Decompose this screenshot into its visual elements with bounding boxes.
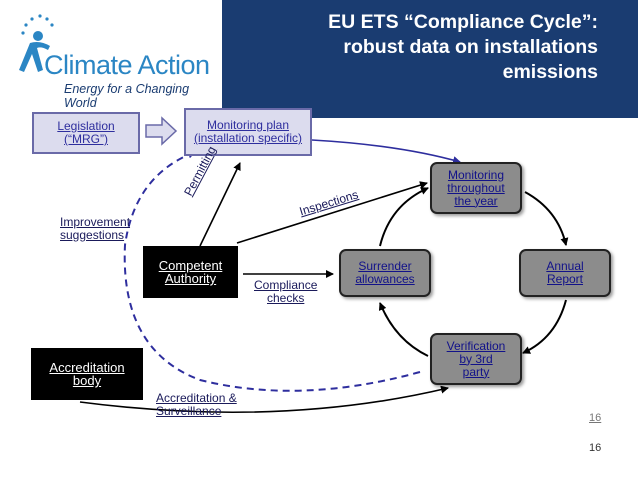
label-line: Compliance — [254, 278, 318, 292]
box-line: allowances — [355, 272, 415, 286]
box-line: body — [72, 373, 102, 388]
accreditation-arrow — [79, 385, 449, 414]
box-line: Annual — [546, 259, 584, 273]
inspections-arrow — [236, 181, 428, 244]
label-line: checks — [267, 291, 305, 305]
logo-text: Climate Action — [44, 50, 210, 80]
box-line: Accreditation — [49, 360, 125, 375]
label-line: Improvement — [60, 215, 131, 229]
box-line: party — [462, 364, 490, 379]
label-line: suggestions — [60, 228, 125, 242]
box-line: Competent — [158, 258, 223, 273]
box-line: Monitoring plan — [206, 118, 290, 132]
cycle-report-to-verification — [522, 299, 567, 354]
box-line: the year — [454, 193, 498, 208]
box-line: (“MRG”) — [64, 132, 108, 146]
page-link[interactable]: 16 — [589, 412, 602, 424]
improvement-label: Improvement suggestions — [60, 216, 130, 242]
label-line: Surveillance — [156, 404, 222, 418]
header-banner: Climate Action Energy for a Changing Wor… — [0, 0, 638, 118]
title-line: robust data on installations — [343, 36, 598, 58]
logo-figure-icon — [19, 14, 54, 72]
accreditation-surveillance-label: Accreditation & Surveillance — [156, 392, 237, 418]
label-line: Accreditation & — [156, 391, 237, 405]
plan-to-monitoring-arrow — [311, 139, 461, 164]
box-line: by 3rd — [459, 351, 493, 366]
box-line: Verification — [446, 338, 506, 353]
page-number: 16 — [589, 442, 602, 454]
title-line: EU ETS “Compliance Cycle”: — [328, 11, 598, 33]
permitting-arrow — [199, 162, 241, 247]
legislation-box: Legislation(“MRG”) — [32, 112, 140, 154]
logo-tagline: Energy for a Changing World — [64, 82, 190, 110]
cycle-monitoring-to-report — [524, 191, 569, 246]
cycle-verification-to-surrender — [378, 302, 429, 357]
improvement-loop-dashed — [123, 150, 421, 392]
box-line: Legislation — [57, 119, 115, 133]
box-line: Surrender — [358, 259, 412, 273]
block-arrow — [145, 116, 178, 146]
title-line: emissions — [502, 61, 598, 83]
box-line: Report — [546, 272, 584, 286]
box-line: Authority — [164, 271, 217, 286]
slide-title: EU ETS “Compliance Cycle”: robust data o… — [258, 10, 598, 85]
box-line: throughout — [447, 180, 505, 195]
cycle-surrender-to-monitoring — [379, 187, 429, 247]
logo-panel: Climate Action Energy for a Changing Wor… — [0, 0, 222, 118]
monitoring-plan-box: Monitoring plan(installation specific) — [184, 108, 312, 156]
box-line: Monitoring — [447, 167, 504, 182]
compliance-label: Compliance checks — [254, 279, 317, 305]
box-line: (installation specific) — [193, 131, 303, 145]
